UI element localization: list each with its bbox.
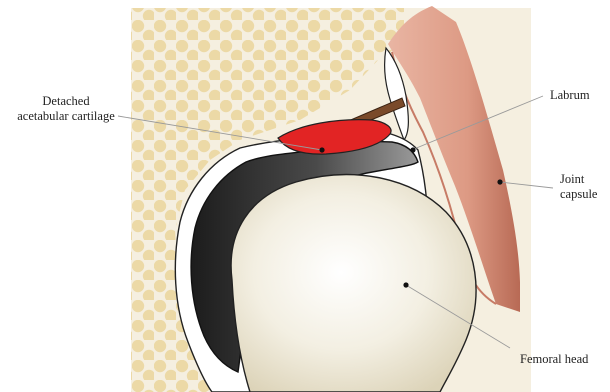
label-detached-line2: acetabular cartilage (10, 109, 122, 124)
pointer-dot-labrum (410, 147, 415, 152)
pointer-dot-detached (319, 147, 324, 152)
label-labrum: Labrum (550, 88, 590, 103)
label-joint-line2: capsule (560, 187, 597, 202)
pointer-dot-joint-capsule (497, 179, 502, 184)
label-detached-acetabular-cartilage: Detached acetabular cartilage (10, 94, 122, 124)
femoral-head (231, 175, 476, 392)
pointer-dot-femoral-head (403, 282, 408, 287)
label-joint-capsule: Joint capsule (560, 172, 597, 202)
label-detached-line1: Detached (10, 94, 122, 109)
label-femoral-head: Femoral head (520, 352, 588, 367)
label-joint-line1: Joint (560, 172, 597, 187)
